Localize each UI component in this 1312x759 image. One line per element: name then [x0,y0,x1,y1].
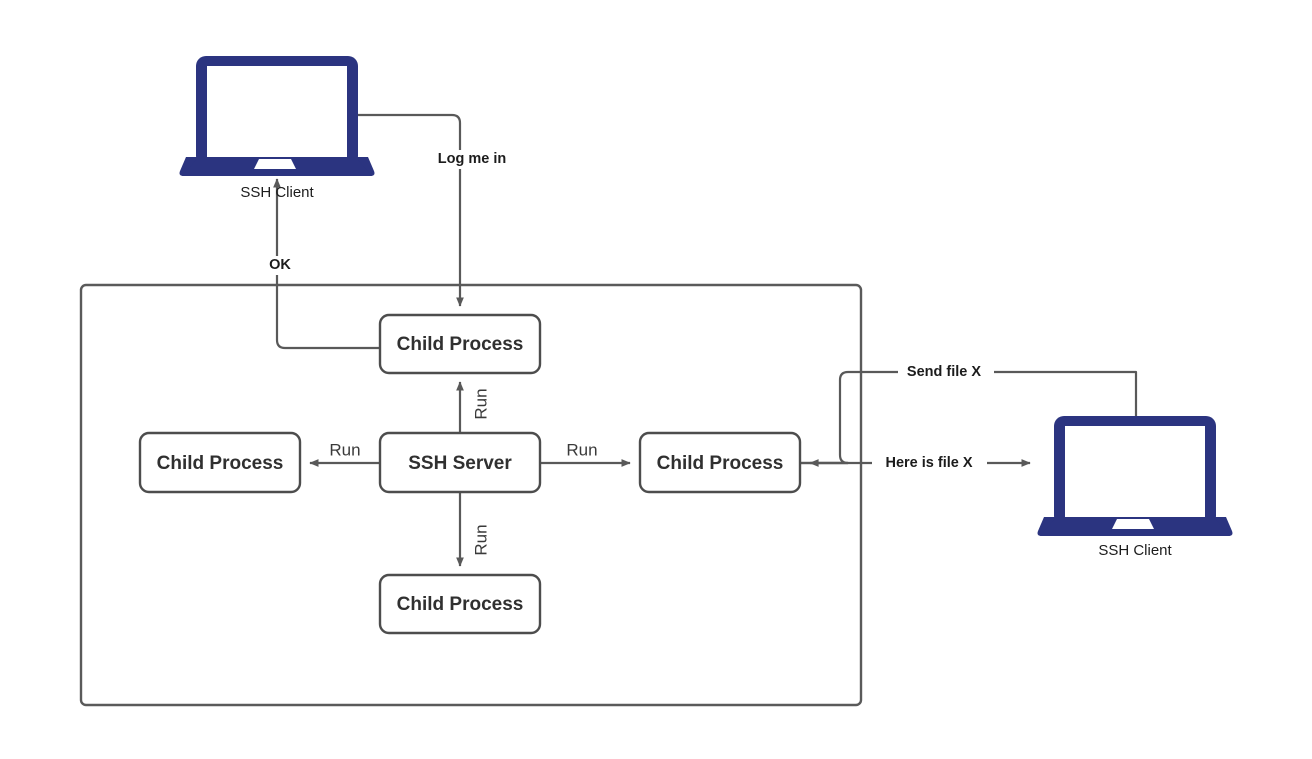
ssh-server-host-boundary [79,283,863,707]
edge-ok-label: OK [269,257,291,273]
node-ssh-server[interactable]: SSH Server [378,431,542,494]
ssh-client-left-caption: SSH Client [240,184,314,201]
edge-run-right: Run [540,440,631,467]
edge-ok: OK [262,178,380,350]
node-child-process-top-box[interactable] [378,313,542,375]
edge-send-file-x-label-halo [898,363,994,382]
edge-run-up-label: Run [471,388,490,419]
edge-run-right-label: Run [566,440,597,459]
node-child-process-right[interactable]: Child Process [638,431,802,494]
node-ssh-server-label: SSH Server [408,453,512,474]
edge-run-down: Run [456,492,490,567]
edge-ok-line [273,178,380,350]
node-child-process-right-box[interactable] [638,431,802,494]
node-child-process-right-label: Child Process [657,453,784,474]
edge-here-is-file-x-label-halo [872,454,987,473]
edge-here-is-file-x-label: Here is file X [885,455,972,471]
edge-run-down-label: Run [471,524,490,555]
node-child-process-bottom[interactable]: Child Process [378,573,542,635]
edge-here-is-file-x: Here is file X [809,454,1031,473]
edge-log-me-in-label-halo [418,150,530,169]
ssh-client-right-caption: SSH Client [1098,542,1172,559]
edge-run-up: Run [456,381,490,433]
node-child-process-bottom-label: Child Process [397,594,524,615]
edge-log-me-in-label: Log me in [438,151,506,167]
laptop-icon [179,56,375,176]
node-child-process-left-label: Child Process [157,453,284,474]
edge-log-me-in: Log me in [357,113,530,307]
edge-run-left-label: Run [329,440,360,459]
node-ssh-server-box[interactable] [378,431,542,494]
node-child-process-left-box[interactable] [138,431,302,494]
edge-ok-label-halo [262,256,298,275]
ssh-client-left[interactable]: SSH Client [179,56,375,201]
edge-log-me-in-line [357,113,464,307]
edge-run-left: Run [309,440,380,467]
laptop-icon [1037,416,1233,536]
edge-send-file-x-label: Send file X [907,364,981,380]
node-child-process-top-label: Child Process [397,334,524,355]
node-child-process-left[interactable]: Child Process [138,431,302,494]
node-child-process-top[interactable]: Child Process [378,313,542,375]
ssh-client-right[interactable]: SSH Client [1037,416,1233,559]
node-child-process-bottom-box[interactable] [378,573,542,635]
